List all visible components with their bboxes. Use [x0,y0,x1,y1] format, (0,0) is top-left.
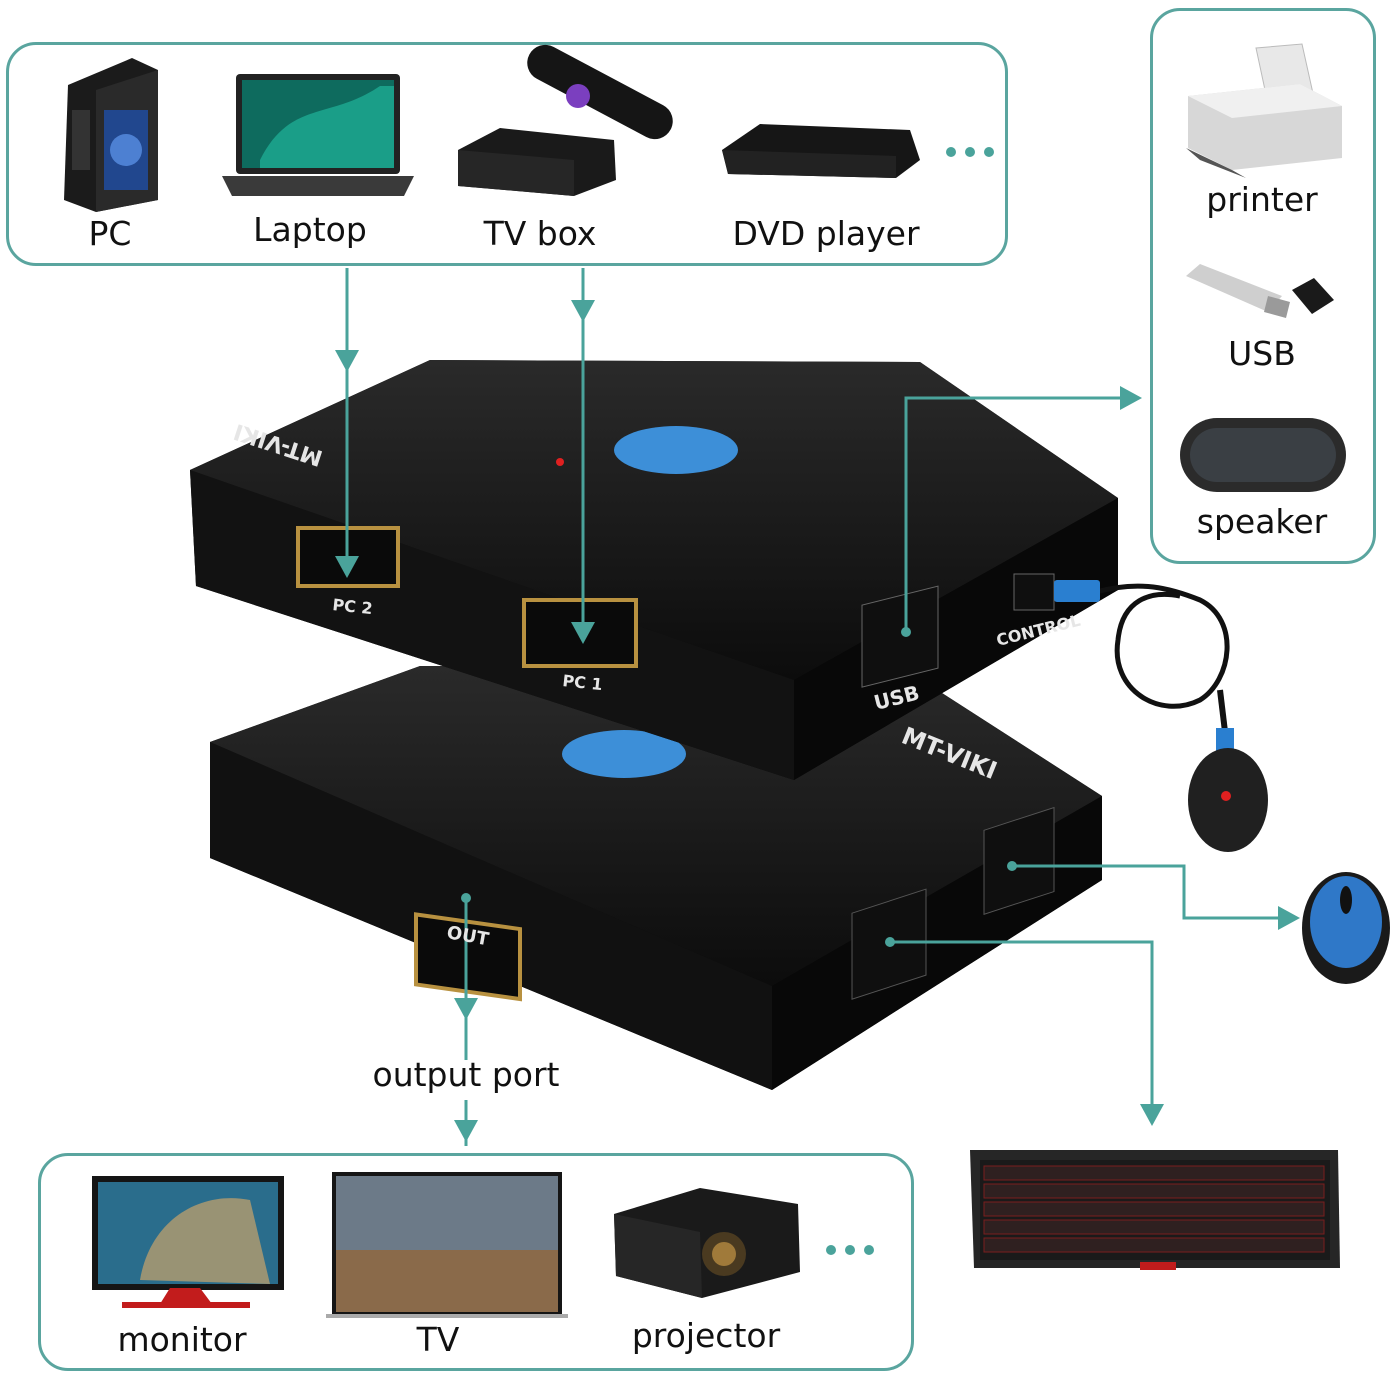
more-outputs-ellipsis [826,1245,874,1255]
dvd-player-icon [722,124,920,178]
usb-drive-icon [1186,264,1334,318]
kvm-upper-unit [190,360,1118,780]
more-sources-ellipsis [946,147,994,157]
port-label-pc2: PC 2 [332,595,374,618]
control-cable [1054,580,1268,852]
output-port-label: output port [372,1055,560,1094]
mouse-icon [1302,872,1390,984]
output-label-monitor: monitor [117,1320,247,1359]
source-label-laptop: Laptop [253,210,367,249]
source-label-dvd-player: DVD player [732,214,920,253]
output-label-tv: TV [416,1320,460,1359]
monitor-icon [92,1176,284,1308]
port-dots [343,562,1017,947]
keyboard-icon [970,1150,1340,1270]
arrow-heads [335,300,1300,1142]
laptop-icon [222,74,414,196]
projector-icon [614,1188,800,1298]
tv-icon [326,1172,568,1318]
speaker-icon [1180,418,1346,492]
connection-lines [345,268,1290,1146]
output-label-projector: projector [631,1316,781,1355]
printer-icon [1186,43,1342,178]
peripheral-label-speaker: speaker [1196,502,1328,541]
desktop-pc-icon [64,58,158,212]
tv-box-icon [458,44,673,196]
peripheral-label-usb: USB [1228,334,1296,373]
source-label-pc: PC [88,214,132,253]
source-label-tv-box: TV box [483,214,597,253]
peripheral-label-printer: printer [1206,180,1318,219]
port-label-pc1: PC 1 [562,671,604,694]
